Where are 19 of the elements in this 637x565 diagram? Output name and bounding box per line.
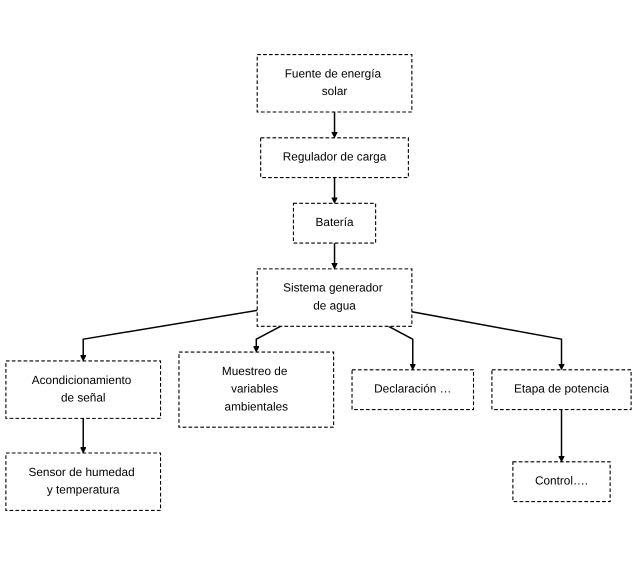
arrow <box>80 418 86 454</box>
node-box: Etapa de potencia <box>491 369 632 410</box>
arrow <box>331 178 338 204</box>
node-box: Fuente de energía solar <box>256 54 412 113</box>
arrow <box>558 410 565 462</box>
arrow <box>388 326 416 370</box>
arrow <box>253 326 281 352</box>
arrow <box>80 310 258 362</box>
arrow <box>331 243 338 270</box>
node-box: Acondicionamiento de señal <box>5 360 162 419</box>
node-box: Regulador de carga <box>260 137 409 178</box>
arrow <box>331 112 338 138</box>
node-box: Batería <box>292 202 376 244</box>
node-box: Muestreo de variables ambientales <box>178 352 334 428</box>
node-box: Sistema generador de agua <box>256 268 412 327</box>
arrow <box>412 311 565 370</box>
node-box: Declaración … <box>351 369 474 410</box>
node-box: Control…. <box>512 461 611 502</box>
node-box: Sensor de humedad y temperatura <box>5 452 162 511</box>
